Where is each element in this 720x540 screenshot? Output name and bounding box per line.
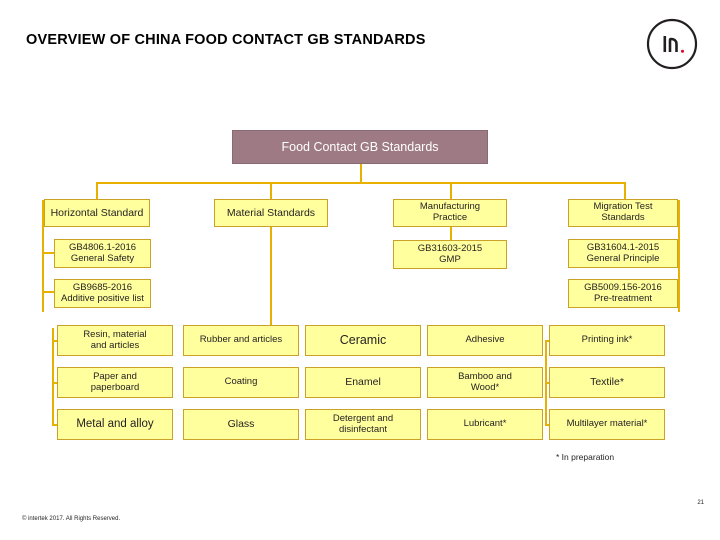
connector-col2-spine: [270, 226, 272, 328]
page-title: OVERVIEW OF CHINA FOOD CONTACT GB STANDA…: [26, 32, 426, 48]
connector-grid-left-tick3: [52, 424, 60, 426]
in-logo: [646, 18, 698, 70]
connector-col2-drop: [270, 182, 272, 200]
connector-grid-right-spine: [545, 340, 547, 426]
connector-col3-spine: [450, 226, 452, 242]
connector-header-bus: [96, 182, 626, 184]
footnote: * In preparation: [556, 452, 615, 462]
copyright-footer: © intertek 2017. All Rights Reserved.: [22, 516, 121, 522]
connector-grid-left-tick2: [52, 382, 60, 384]
connector-col3-drop: [450, 182, 452, 200]
material-cell-ceramic: Ceramic: [305, 325, 421, 356]
material-cell-metal-and-alloy: Metal and alloy: [57, 409, 173, 440]
connector-grid-left-spine: [52, 328, 54, 424]
page-number: 21: [697, 500, 704, 506]
material-cell-enamel: Enamel: [305, 367, 421, 398]
material-cell-textile: Textile*: [549, 367, 665, 398]
material-cell-printing-ink: Printing ink*: [549, 325, 665, 356]
root-node: Food Contact GB Standards: [232, 130, 488, 164]
connector-grid-left-tick1: [52, 340, 60, 342]
connector-col1-spine: [42, 200, 44, 312]
connector-col1-tick3: [42, 291, 54, 293]
material-cell-rubber-and-articles: Rubber and articles: [183, 325, 299, 356]
connector-col1-tick2: [42, 252, 54, 254]
column-header-material-standards: Material Standards: [214, 199, 328, 227]
material-cell-adhesive: Adhesive: [427, 325, 543, 356]
material-cell-multilayer-material: Multilayer material*: [549, 409, 665, 440]
material-cell-glass: Glass: [183, 409, 299, 440]
column-header-horizontal-standard: Horizontal Standard: [44, 199, 150, 227]
material-cell-coating: Coating: [183, 367, 299, 398]
material-cell-lubricant: Lubricant*: [427, 409, 543, 440]
connector-col1-drop: [96, 182, 98, 200]
connector-col4-drop: [624, 182, 626, 200]
connector-col4-spine: [678, 200, 680, 312]
connector-root-down: [360, 164, 362, 182]
